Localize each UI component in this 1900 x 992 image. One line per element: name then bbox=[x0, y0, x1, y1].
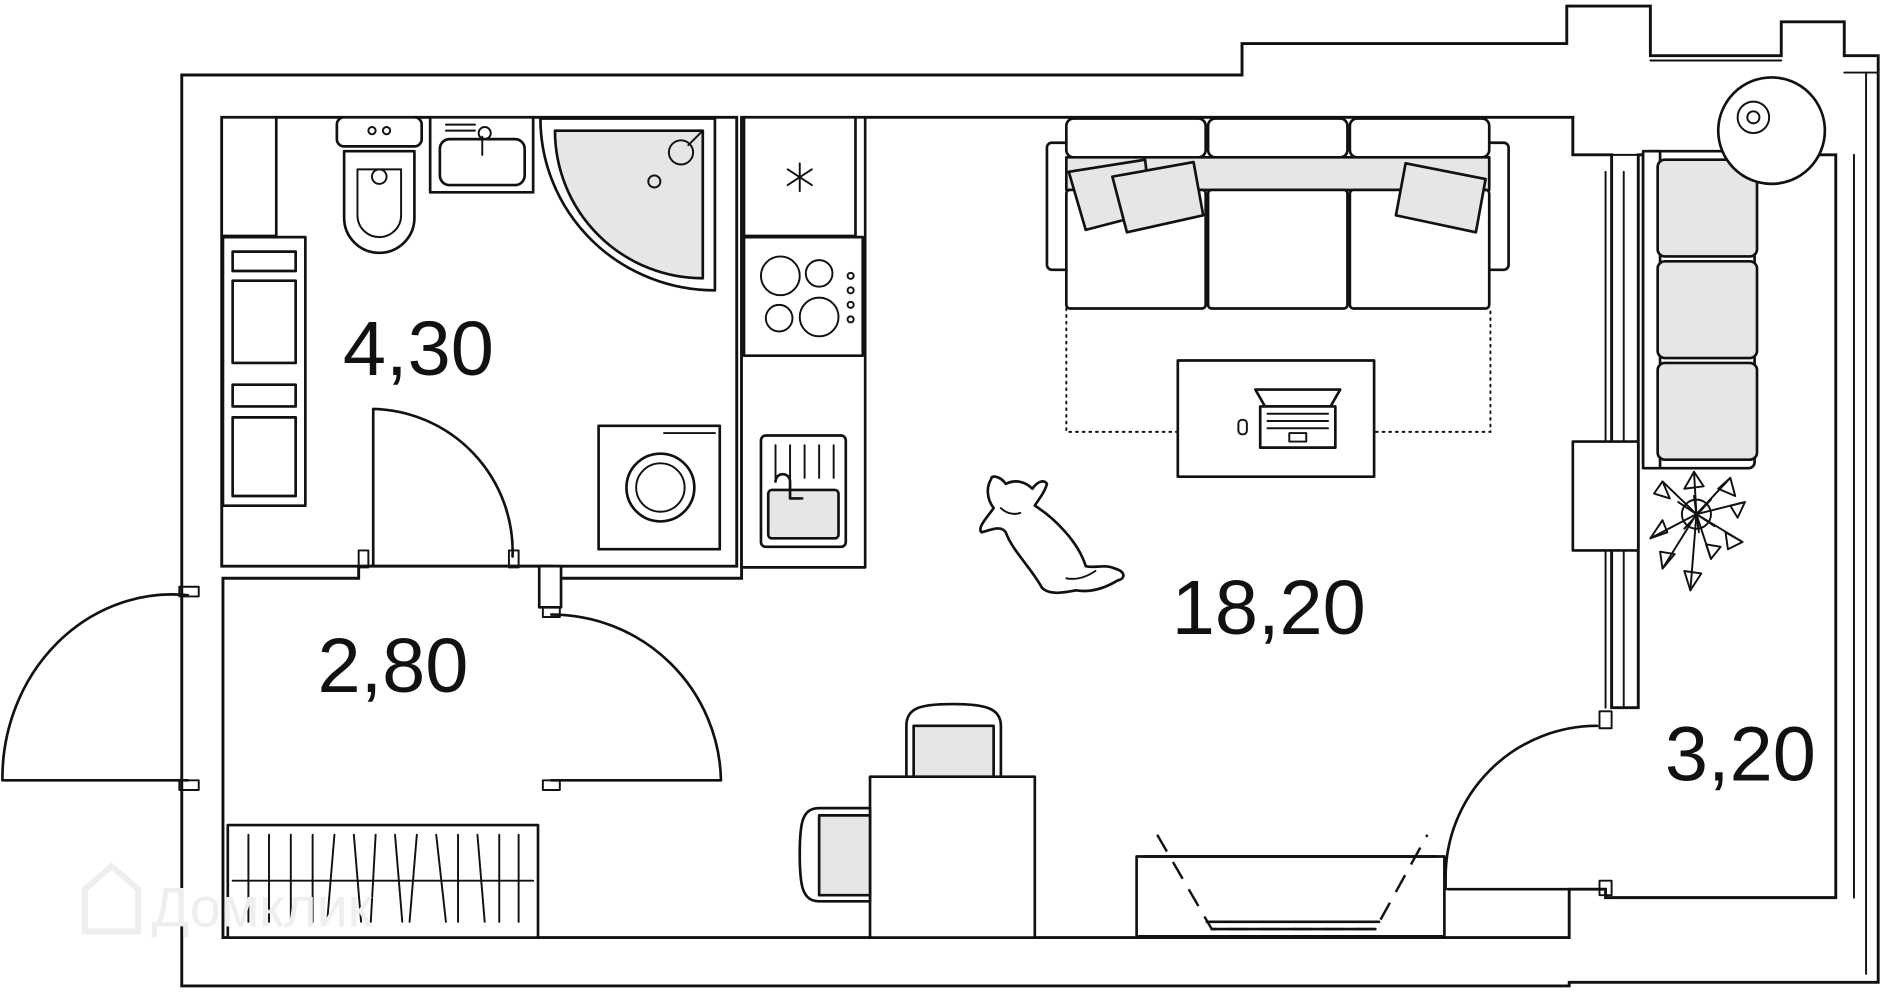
stove-icon bbox=[742, 235, 865, 357]
balcony bbox=[1641, 76, 1827, 592]
plant-icon bbox=[1649, 470, 1746, 592]
chair-icon bbox=[905, 702, 1003, 778]
bathroom bbox=[220, 116, 722, 551]
round-table bbox=[1716, 76, 1827, 186]
balcony-window bbox=[1571, 153, 1640, 709]
window-pier bbox=[1571, 440, 1640, 552]
hallway-area-label: 2,80 bbox=[317, 623, 468, 709]
balcony-door bbox=[1444, 724, 1599, 891]
dining-table bbox=[798, 702, 1037, 939]
chair-icon bbox=[798, 806, 872, 903]
sink-icon bbox=[428, 116, 535, 194]
hallway-door bbox=[550, 613, 723, 782]
kitchen bbox=[740, 116, 867, 569]
tv-icon bbox=[1135, 834, 1446, 938]
area-labels: 4,30 2,80 18,20 3,20 bbox=[317, 306, 1815, 797]
window-frame bbox=[1649, 54, 1880, 74]
washing-machine-icon bbox=[597, 424, 722, 551]
jamb bbox=[1598, 879, 1613, 897]
balcony-sofa bbox=[1641, 149, 1759, 470]
house-logo-icon bbox=[81, 862, 142, 935]
wardrobe-door bbox=[231, 416, 297, 498]
shower-icon bbox=[539, 117, 717, 292]
rack-hangers bbox=[247, 833, 520, 923]
living-room bbox=[798, 117, 1510, 939]
jamb bbox=[178, 585, 200, 598]
living-area-label: 18,20 bbox=[1172, 565, 1366, 651]
hallway-storage bbox=[226, 823, 540, 939]
bathroom-door bbox=[371, 407, 514, 568]
wardrobe-door bbox=[231, 279, 297, 365]
bath-cabinet bbox=[220, 116, 278, 238]
bathroom-area-label: 4,30 bbox=[343, 306, 494, 392]
wardrobe-shelf bbox=[231, 383, 297, 408]
entrance-door bbox=[1, 593, 190, 782]
coffee-table bbox=[1176, 359, 1376, 478]
kitchen-sink-icon bbox=[759, 434, 848, 549]
doors bbox=[1, 407, 1599, 891]
dog-icon bbox=[979, 475, 1125, 595]
watermark: Домклик bbox=[81, 862, 373, 939]
balcony-area-label: 3,20 bbox=[1665, 711, 1816, 797]
jamb bbox=[1598, 710, 1613, 730]
jamb bbox=[357, 549, 370, 569]
toilet-icon bbox=[335, 116, 424, 255]
partition bbox=[537, 564, 563, 609]
window-frame bbox=[1834, 71, 1868, 975]
snowflake-icon bbox=[786, 162, 813, 193]
wardrobe-shelf bbox=[231, 250, 297, 273]
laptop-icon bbox=[1237, 388, 1342, 449]
watermark-text: Домклик bbox=[151, 877, 372, 939]
sofa-icon bbox=[1045, 117, 1510, 310]
